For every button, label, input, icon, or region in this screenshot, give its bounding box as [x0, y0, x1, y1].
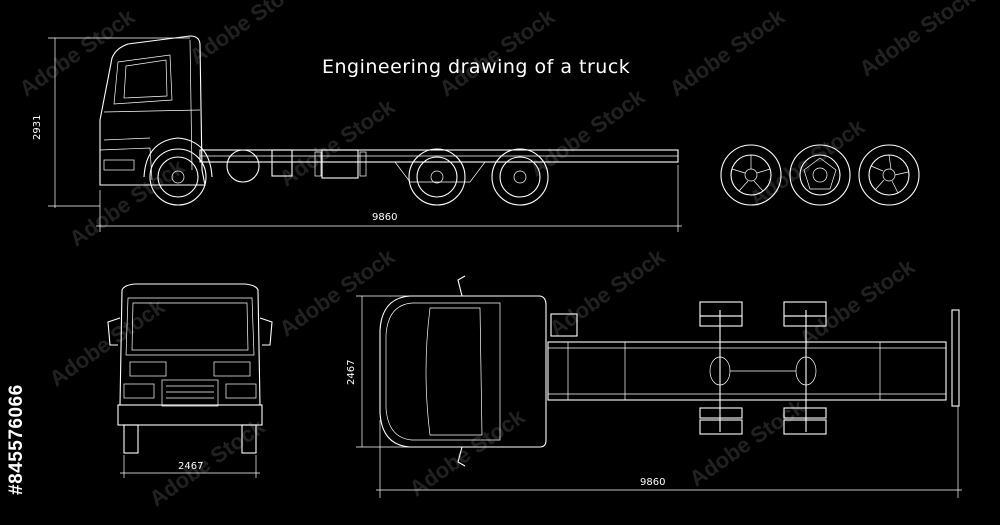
drawing-title: Engineering drawing of a truck — [322, 56, 631, 78]
top-length-dimension: 9860 — [640, 477, 666, 488]
top-width-dimension: 2467 — [346, 359, 357, 385]
front-view — [107, 283, 273, 478]
top-view — [356, 275, 962, 498]
rear-wheel-1-side — [408, 148, 466, 206]
side-height-dimension: 2931 — [32, 114, 43, 140]
side-view — [48, 35, 682, 232]
front-width-dimension: 2467 — [178, 461, 204, 472]
side-length-dimension: 9860 — [372, 212, 398, 223]
stock-id-label: #845576066 — [6, 384, 27, 495]
wheel-detail-3 — [858, 144, 920, 206]
wheel-details — [720, 144, 920, 206]
wheel-detail-2 — [789, 144, 851, 206]
front-wheel-side — [143, 137, 213, 206]
wheel-detail-1 — [720, 144, 782, 206]
rear-wheel-2-side — [491, 148, 549, 206]
